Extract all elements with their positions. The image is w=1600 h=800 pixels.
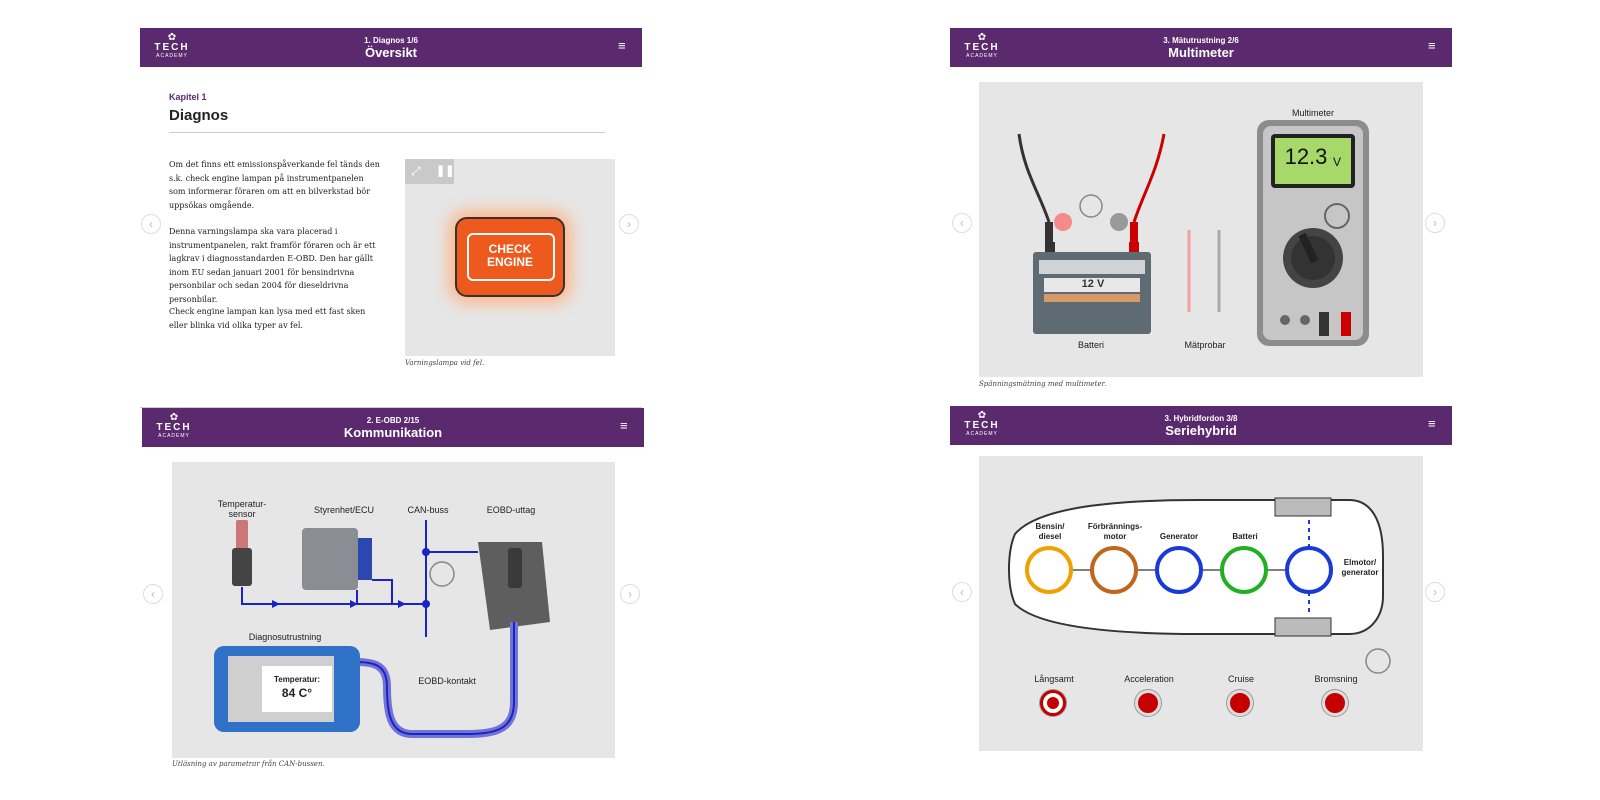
tech-academy-logo: ✿ TECH ACADEMY xyxy=(960,33,1004,63)
lamp-text-engine: ENGINE xyxy=(486,255,533,269)
tech-academy-logo: ✿ TECH ACADEMY xyxy=(152,413,196,443)
page-title: Diagnos xyxy=(169,107,229,124)
header-breadcrumb: 1. Diagnos 1/6 xyxy=(364,36,418,45)
tech-academy-logo: ✿ TECH ACADEMY xyxy=(150,33,194,63)
hamburger-menu-icon[interactable]: ≡ xyxy=(620,418,628,433)
mode-label-slow: Långsamt xyxy=(1034,674,1074,684)
temp-sensor-label: Temperatur- sensor xyxy=(217,499,267,519)
header-bar: ✿ TECH ACADEMY 3. Mätutrustning 2/6 Mult… xyxy=(950,28,1452,67)
component-label-emotor: Elmotor/ generator xyxy=(1341,558,1379,577)
header-bar: ✿ TECH ACADEMY 1. Diagnos 1/6 Översikt ≡ xyxy=(140,28,642,67)
battery-label: Batteri xyxy=(1077,340,1104,350)
header-title: Seriehybrid xyxy=(1165,423,1237,438)
battery-voltage-label: 12 V xyxy=(1081,278,1105,290)
prev-arrow-icon[interactable]: ‹ xyxy=(952,213,972,233)
multimeter-display-value: 12.3 xyxy=(1284,144,1328,169)
panel-seriehybrid: ✿ TECH ACADEMY 3. Hybridfordon 3/8 Serie… xyxy=(950,406,1452,786)
check-engine-lamp-icon: CHECK ENGINE xyxy=(455,217,565,297)
gear-icon: ✿ xyxy=(169,412,179,423)
mode-button-slow[interactable] xyxy=(1040,690,1066,716)
gear-icon: ✿ xyxy=(977,32,987,43)
multimeter-label: Multimeter xyxy=(1291,108,1334,118)
prev-arrow-icon[interactable]: ‹ xyxy=(141,214,161,234)
mode-label-braking: Bromsning xyxy=(1314,674,1358,684)
can-bus-diagram xyxy=(214,520,550,738)
lamp-text-check: CHECK xyxy=(488,242,532,256)
check-engine-figure: ⤢ ❚❚ CHECK ENGINE xyxy=(405,159,615,356)
divider xyxy=(169,132,605,133)
fullscreen-icon[interactable]: ⤢ xyxy=(411,164,421,178)
can-bus-figure: Temperatur- sensor Styrenhet/ECU CAN-bus… xyxy=(172,462,615,758)
panel-multimeter: ✿ TECH ACADEMY 3. Mätutrustning 2/6 Mult… xyxy=(950,28,1452,408)
gear-icon: ✿ xyxy=(167,32,177,43)
hamburger-menu-icon[interactable]: ≡ xyxy=(618,38,626,53)
screen-temp-label: Temperatur: xyxy=(273,675,321,684)
hamburger-menu-icon[interactable]: ≡ xyxy=(1428,38,1436,53)
can-bus-label: CAN-buss xyxy=(407,505,449,515)
mode-button-cruise[interactable] xyxy=(1227,690,1253,716)
tech-academy-logo: ✿ TECH ACADEMY xyxy=(960,411,1004,441)
panel-kommunikation: ✿ TECH ACADEMY 2. E-OBD 2/15 Kommunikati… xyxy=(142,408,644,788)
header-bar: ✿ TECH ACADEMY 2. E-OBD 2/15 Kommunikati… xyxy=(142,408,644,447)
prev-arrow-icon[interactable]: ‹ xyxy=(143,584,163,604)
chapter-label: Kapitel 1 xyxy=(169,92,207,102)
mode-label-cruise: Cruise xyxy=(1227,674,1254,684)
figure-caption: Utläsning av parametrar från CAN-bussen. xyxy=(172,760,325,768)
paragraph-3: Check engine lampan kan lysa med ett fas… xyxy=(169,307,366,330)
mode-label-acceleration: Acceleration xyxy=(1124,674,1174,684)
header-breadcrumb: 2. E-OBD 2/15 xyxy=(366,416,420,425)
prev-arrow-icon[interactable]: ‹ xyxy=(952,582,972,602)
mode-button-braking[interactable] xyxy=(1322,690,1348,716)
hybrid-figure: Bensin/ diesel Förbrännings- motor Gener… xyxy=(979,456,1423,751)
header-breadcrumb: 3. Hybridfordon 3/8 xyxy=(1164,414,1238,423)
figure-caption: Spänningsmätning med multimeter. xyxy=(979,380,1107,388)
mode-button-acceleration[interactable] xyxy=(1135,690,1161,716)
next-arrow-icon[interactable]: › xyxy=(1425,213,1445,233)
header-title: Multimeter xyxy=(1168,45,1234,60)
header-title: Kommunikation xyxy=(343,425,443,440)
multimeter-display-unit: V xyxy=(1333,155,1342,169)
next-arrow-icon[interactable]: › xyxy=(1425,582,1445,602)
divider xyxy=(140,407,642,408)
media-controls: ⤢ ❚❚ xyxy=(405,159,454,184)
figure-caption: Varningslampa vid fel. xyxy=(405,359,485,367)
eobd-connector-label: EOBD-kontakt xyxy=(418,676,476,686)
header-breadcrumb: 3. Mätutrustning 2/6 xyxy=(1163,36,1239,45)
panel-diagnos-oversikt: ✿ TECH ACADEMY 1. Diagnos 1/6 Översikt ≡… xyxy=(140,28,642,408)
screen-temp-value: 84 C° xyxy=(281,686,313,700)
header-bar: ✿ TECH ACADEMY 3. Hybridfordon 3/8 Serie… xyxy=(950,406,1452,445)
header-title: Översikt xyxy=(364,45,418,60)
paragraph-2: Denna varningslampa ska vara placerad i … xyxy=(169,227,376,304)
diag-equipment-label: Diagnosutrustning xyxy=(248,632,322,642)
eobd-port-label: EOBD-uttag xyxy=(486,505,536,515)
paragraph-1: Om det finns ett emissionspåverkande fel… xyxy=(169,160,380,210)
pause-icon[interactable]: ❚❚ xyxy=(436,165,455,177)
next-arrow-icon[interactable]: › xyxy=(619,214,639,234)
component-label-generator: Generator xyxy=(1159,532,1199,541)
component-label-ice: Förbrännings- motor xyxy=(1087,522,1143,541)
ecu-label: Styrenhet/ECU xyxy=(313,505,375,515)
probes-label: Mätprobar xyxy=(1184,340,1226,350)
component-label-fuel: Bensin/ diesel xyxy=(1035,522,1065,541)
hamburger-menu-icon[interactable]: ≡ xyxy=(1428,416,1436,431)
multimeter-figure: 12 V 12.3 V Multimeter Batteri Mätprobar xyxy=(979,82,1423,377)
component-label-battery: Batteri xyxy=(1232,532,1258,541)
next-arrow-icon[interactable]: › xyxy=(620,584,640,604)
hybrid-diagram xyxy=(1008,497,1391,674)
gear-icon: ✿ xyxy=(977,410,987,421)
rotate-knob-icon[interactable] xyxy=(1324,203,1350,229)
multimeter-diagram xyxy=(1017,120,1369,346)
